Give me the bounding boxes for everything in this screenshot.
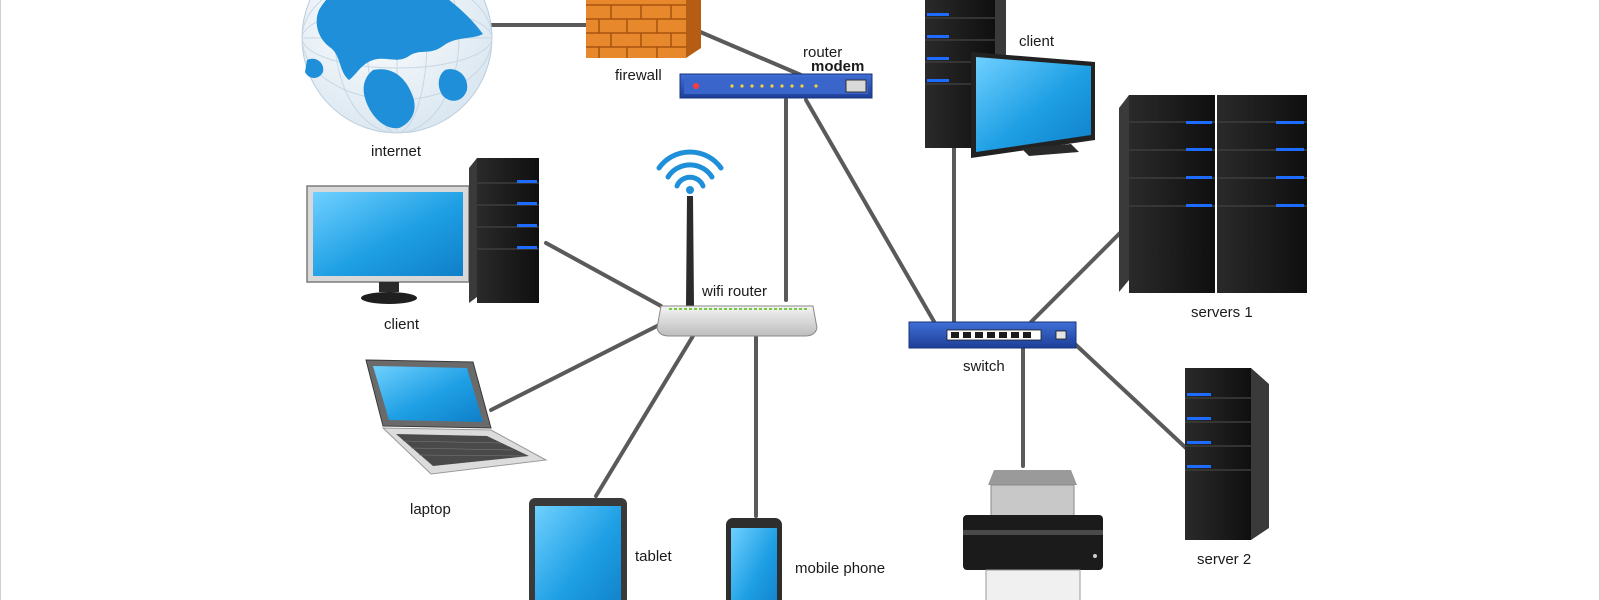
label-router: router — [803, 44, 843, 61]
mobile-phone-icon — [726, 518, 782, 600]
servers1-icon — [1119, 95, 1307, 293]
modem-icon — [679, 73, 873, 99]
tablet-icon — [529, 498, 627, 600]
cable-switch-server2 — [1074, 343, 1188, 450]
label-server2: server 2 — [1197, 551, 1252, 568]
cable-servers1-switch — [1029, 230, 1123, 324]
cable-tablet-wifi — [594, 334, 695, 498]
label-switch: switch — [963, 358, 1005, 375]
server2-icon — [1185, 368, 1269, 540]
cable-laptop-wifi — [489, 322, 663, 412]
cables — [487, 23, 1188, 518]
wifi-router-icon — [656, 149, 818, 337]
client-top-icon — [925, 0, 1095, 158]
label-mobile-phone: mobile phone — [795, 560, 886, 577]
label-servers1: servers 1 — [1191, 304, 1253, 321]
laptop-icon — [365, 359, 548, 475]
label-laptop: laptop — [410, 501, 451, 518]
label-modem: modem — [811, 58, 865, 75]
label-firewall: firewall — [615, 67, 662, 84]
cable-modem-switch — [804, 98, 938, 327]
switch-icon — [908, 321, 1077, 349]
firewall-icon — [586, 0, 701, 58]
printer-icon — [963, 470, 1103, 600]
globe-icon — [301, 0, 493, 134]
label-internet: internet — [371, 143, 422, 160]
client-left-icon — [306, 158, 539, 304]
label-client-left: client — [384, 316, 420, 333]
cable-client-left-wifi — [544, 241, 663, 308]
label-tablet: tablet — [635, 548, 672, 565]
label-client-top: client — [1019, 33, 1055, 50]
label-wifi-router: wifi router — [702, 283, 768, 300]
cable-firewall-modem — [689, 26, 803, 77]
